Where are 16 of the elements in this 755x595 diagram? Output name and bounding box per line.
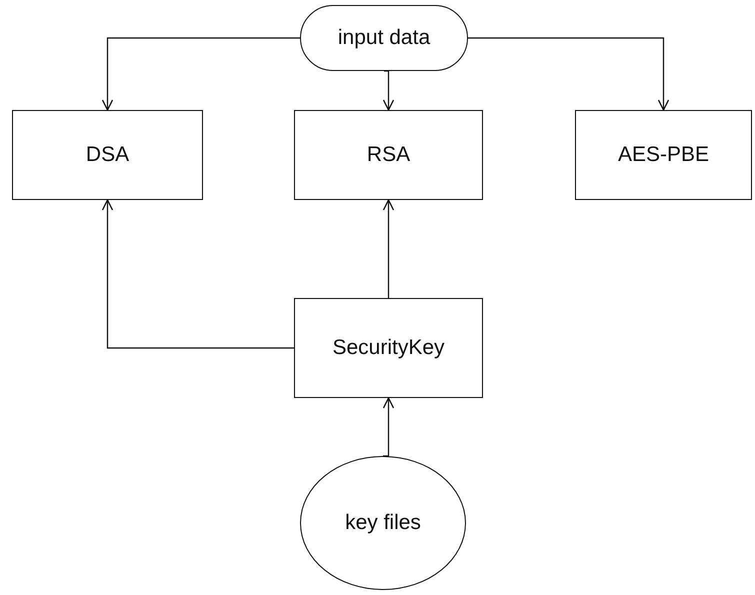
- arrow: [102, 199, 294, 349]
- node-label: RSA: [366, 143, 412, 167]
- node-label: input data: [336, 26, 432, 50]
- arrow: [468, 37, 670, 111]
- process-box: [575, 110, 752, 200]
- process-box: [294, 110, 483, 200]
- node-label: key files: [344, 511, 422, 535]
- arrow: [382, 397, 394, 457]
- arrow: [382, 70, 394, 111]
- node-label: SecurityKey: [331, 336, 446, 360]
- arrow: [102, 37, 300, 111]
- node-label: DSA: [84, 143, 130, 167]
- process-box: [12, 110, 203, 200]
- arrow: [382, 199, 394, 298]
- node-label: AES-PBE: [616, 143, 710, 167]
- process-box: [294, 298, 483, 398]
